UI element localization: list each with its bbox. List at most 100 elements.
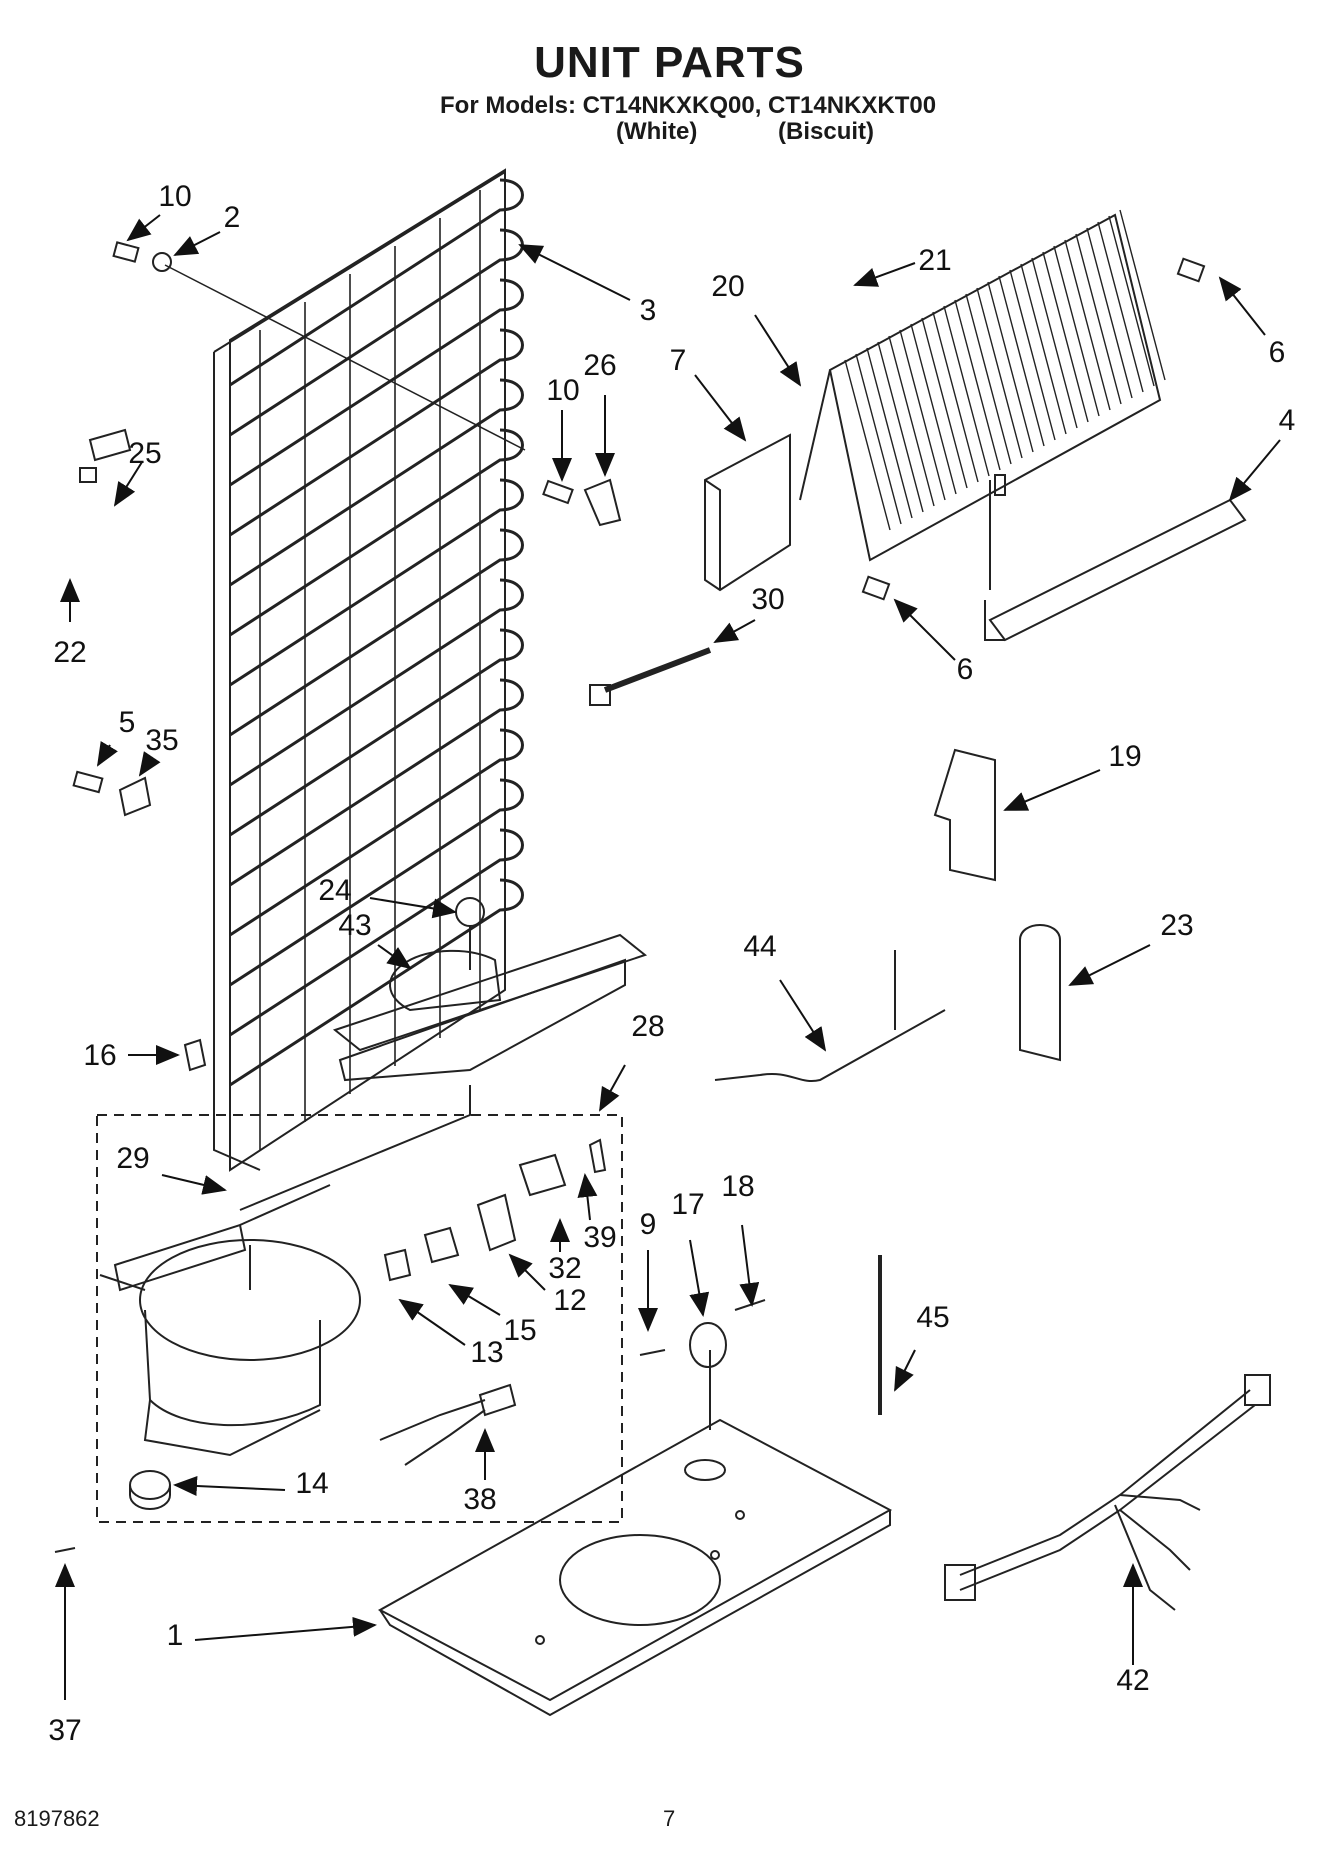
evaporator-fin — [1086, 227, 1133, 399]
callout-arrow-3 — [518, 244, 631, 301]
callout-arrow-20 — [754, 314, 802, 387]
evaporator-fin — [888, 335, 935, 507]
callout-label-37: 37 — [48, 1714, 81, 1747]
evaporator-fin — [998, 275, 1045, 447]
callout-label-28: 28 — [631, 1010, 664, 1043]
page-number: 7 — [663, 1806, 676, 1831]
page-title: UNIT PARTS — [534, 38, 805, 87]
evaporator-fin — [855, 353, 902, 525]
callout-label-26: 26 — [583, 349, 616, 382]
coil-loop — [229, 878, 524, 1087]
callout-label-38: 38 — [463, 1483, 496, 1516]
evaporator-fin — [943, 305, 990, 477]
callout-arrow-13 — [398, 1298, 466, 1346]
callout-arrow-45 — [894, 1349, 916, 1392]
callout-arrow-17 — [689, 1239, 710, 1317]
callout-label-15: 15 — [503, 1314, 536, 1347]
condenser-coil — [213, 168, 524, 1172]
evaporator-fin — [965, 293, 1012, 465]
callout-label-45: 45 — [916, 1301, 949, 1334]
callout-arrow-39 — [577, 1173, 598, 1221]
compressor-kit-outline — [96, 1114, 623, 1523]
start-relay-components — [379, 1138, 607, 1466]
evaporator-fin — [921, 317, 968, 489]
drain-tube — [714, 950, 946, 1082]
evaporator-fin — [976, 287, 1023, 459]
callout-arrow-43 — [377, 944, 412, 970]
callout-label-39: 39 — [583, 1221, 616, 1254]
evaporator-fin — [1097, 221, 1144, 393]
evaporator-fin — [932, 311, 979, 483]
evaporator-fin — [1042, 251, 1089, 423]
callout-arrow-2 — [173, 231, 221, 256]
callout-label-3: 3 — [640, 294, 657, 327]
callout-label-21: 21 — [918, 244, 951, 277]
callout-arrow-15 — [448, 1283, 501, 1316]
callout-label-42: 42 — [1116, 1664, 1149, 1697]
callout-label-4: 4 — [1279, 404, 1296, 437]
coil-loop — [229, 228, 524, 437]
coil-loop — [229, 428, 524, 637]
callout-arrow-28 — [599, 1064, 626, 1112]
callout-arrow-14 — [173, 1476, 286, 1496]
callout-arrow-1 — [194, 1616, 377, 1641]
evaporator-fin — [910, 323, 957, 495]
callout-arrow-29 — [161, 1174, 227, 1195]
coil-loop — [229, 828, 524, 1037]
coil-loop — [229, 178, 524, 387]
callout-arrow-21 — [853, 262, 916, 287]
coil-loop — [229, 778, 524, 987]
evaporator-fin — [866, 347, 913, 519]
callout-arrow-7 — [694, 374, 747, 442]
evaporator-fin — [1119, 209, 1166, 381]
callout-label-14: 14 — [295, 1467, 328, 1500]
callout-arrows — [55, 214, 1281, 1700]
callout-arrow-23 — [1068, 944, 1151, 986]
small-hardware — [54, 241, 1206, 1553]
callout-arrow-19 — [1003, 769, 1101, 811]
coil-loop — [229, 478, 524, 687]
callout-label-44: 44 — [743, 930, 776, 963]
callout-label-23: 23 — [1160, 909, 1193, 942]
callout-arrow-6 — [1218, 276, 1266, 336]
evaporator — [799, 209, 1247, 642]
evaporator-fin — [1020, 263, 1067, 435]
callout-label-6: 6 — [1269, 336, 1286, 369]
coil-loop — [229, 328, 524, 537]
callout-label-16: 16 — [83, 1039, 116, 1072]
callout-label-9: 9 — [640, 1208, 657, 1241]
callout-label-10: 10 — [158, 180, 191, 213]
callout-label-17: 17 — [671, 1188, 704, 1221]
model-color-white: (White) — [616, 118, 698, 145]
callout-label-25: 25 — [128, 437, 161, 470]
callout-label-19: 19 — [1108, 740, 1141, 773]
coil-loop — [229, 278, 524, 487]
callout-arrow-6 — [893, 598, 956, 661]
callout-label-2: 2 — [224, 201, 241, 234]
evaporator-fin — [899, 329, 946, 501]
callout-arrow-18 — [739, 1224, 760, 1307]
models-line: For Models: CT14NKXKQ00, CT14NKXKT00 — [440, 92, 937, 119]
foam-blocks — [933, 748, 1061, 1062]
callout-arrow-44 — [779, 979, 827, 1052]
leader-line-2-26 — [164, 264, 526, 451]
callout-label-6: 6 — [957, 653, 974, 686]
callout-arrow-30 — [713, 619, 756, 643]
callout-arrow-24 — [369, 897, 457, 919]
drain-pan — [239, 897, 648, 1211]
evaporator-fin — [987, 281, 1034, 453]
callout-label-43: 43 — [338, 909, 371, 942]
evaporator-fin — [1009, 269, 1056, 441]
callout-label-12: 12 — [553, 1284, 586, 1317]
callout-label-35: 35 — [145, 724, 178, 757]
callout-label-32: 32 — [548, 1252, 581, 1285]
callout-arrow-4 — [1228, 439, 1281, 502]
callout-label-20: 20 — [711, 270, 744, 303]
evaporator-fin — [1031, 257, 1078, 429]
evaporator-fin — [1053, 245, 1100, 417]
callout-arrow-12 — [508, 1253, 546, 1291]
callout-label-13: 13 — [470, 1336, 503, 1369]
evaporator-fin — [844, 359, 891, 531]
